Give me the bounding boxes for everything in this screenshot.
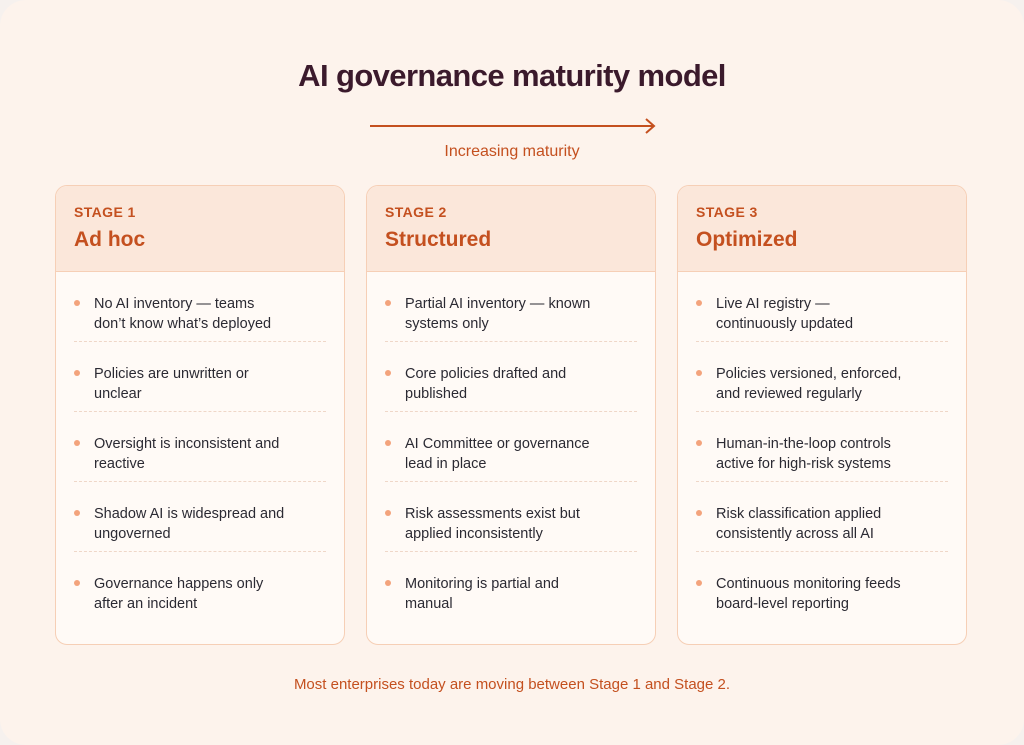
stage-number: STAGE 3	[696, 204, 758, 220]
item-line: Partial AI inventory — known	[405, 296, 591, 312]
footnote: Most enterprises today are moving betwee…	[293, 676, 731, 693]
stage-name: Ad hoc	[74, 228, 146, 251]
stage-item-list: Partial AI inventory — known systems only…	[367, 272, 655, 622]
stage-card-1: STAGE 1 Ad hoc No AI inventory — teams do…	[55, 185, 345, 645]
list-item: Partial AI inventory — known systems only	[385, 272, 637, 342]
item-line: unclear	[94, 386, 142, 402]
item-line: systems only	[405, 316, 489, 332]
item-line: Shadow AI is widespread and	[94, 506, 285, 522]
item-line: applied inconsistently	[405, 526, 543, 542]
item-line: Human-in-the-loop controls	[716, 436, 891, 452]
bullet-icon	[696, 370, 702, 376]
bullet-icon	[696, 300, 702, 306]
list-item: Continuous monitoring feeds board-level r…	[696, 552, 948, 622]
item-line: manual	[405, 596, 453, 612]
item-line: consistently across all AI	[716, 526, 874, 542]
item-line: board-level reporting	[716, 596, 849, 612]
item-line: lead in place	[405, 456, 487, 472]
stage-header: STAGE 3 Optimized	[678, 186, 966, 272]
list-item: Human-in-the-loop controls active for hig…	[696, 412, 948, 482]
stage-header: STAGE 2 Structured	[367, 186, 655, 272]
stage-number: STAGE 2	[385, 204, 447, 220]
maturity-arrow-icon	[370, 118, 656, 134]
list-item: No AI inventory — teams don’t know what’s…	[74, 272, 326, 342]
item-line: No AI inventory — teams	[94, 296, 255, 312]
item-line: Governance happens only	[94, 576, 264, 592]
bullet-icon	[74, 370, 80, 376]
stage-number: STAGE 1	[74, 204, 136, 220]
bullet-icon	[74, 300, 80, 306]
item-line: Live AI registry —	[716, 296, 830, 312]
item-line: ungoverned	[94, 526, 171, 542]
bullet-icon	[385, 440, 391, 446]
item-line: AI Committee or governance	[405, 436, 590, 452]
list-item: Live AI registry — continuously updated	[696, 272, 948, 342]
stage-header: STAGE 1 Ad hoc	[56, 186, 344, 272]
stage-card-2: STAGE 2 Structured Partial AI inventory …	[366, 185, 656, 645]
bullet-icon	[74, 580, 80, 586]
list-item: Risk assessments exist but applied incons…	[385, 482, 637, 552]
list-item: Oversight is inconsistent and reactive	[74, 412, 326, 482]
item-line: Risk classification applied	[716, 506, 882, 522]
bullet-icon	[385, 300, 391, 306]
bullet-icon	[696, 580, 702, 586]
bullet-icon	[385, 370, 391, 376]
list-item: Governance happens only after an incident	[74, 552, 326, 622]
item-line: after an incident	[94, 596, 198, 612]
bullet-icon	[385, 580, 391, 586]
stage-item-list: Live AI registry — continuously updated P…	[678, 272, 966, 622]
item-line: Risk assessments exist but	[405, 506, 580, 522]
list-item: Risk classification applied consistently …	[696, 482, 948, 552]
item-line: Policies are unwritten or	[94, 366, 249, 382]
stage-name: Structured	[385, 228, 492, 251]
bullet-icon	[74, 440, 80, 446]
bullet-icon	[385, 510, 391, 516]
bullet-icon	[74, 510, 80, 516]
item-line: Policies versioned, enforced,	[716, 366, 902, 382]
list-item: Monitoring is partial and manual	[385, 552, 637, 622]
item-line: reactive	[94, 456, 145, 472]
bullet-icon	[696, 440, 702, 446]
list-item: Policies versioned, enforced, and reviewe…	[696, 342, 948, 412]
list-item: Shadow AI is widespread and ungoverned	[74, 482, 326, 552]
list-item: Policies are unwritten or unclear	[74, 342, 326, 412]
item-line: Continuous monitoring feeds	[716, 576, 901, 592]
item-line: continuously updated	[716, 316, 854, 332]
stage-item-list: No AI inventory — teams don’t know what’s…	[56, 272, 344, 622]
item-line: Oversight is inconsistent and	[94, 436, 280, 452]
item-line: Core policies drafted and	[405, 366, 567, 382]
list-item: AI Committee or governance lead in place	[385, 412, 637, 482]
diagram-title: AI governance maturity model	[298, 58, 726, 93]
list-item: Core policies drafted and published	[385, 342, 637, 412]
stage-card-3: STAGE 3 Optimized Live AI registry — cont…	[677, 185, 967, 645]
item-line: and reviewed regularly	[716, 386, 862, 402]
stage-name: Optimized	[696, 228, 798, 251]
bullet-icon	[696, 510, 702, 516]
item-line: don’t know what’s deployed	[94, 316, 272, 332]
item-line: published	[405, 386, 468, 402]
item-line: active for high-risk systems	[716, 456, 891, 472]
item-line: Monitoring is partial and	[405, 576, 559, 592]
arrow-caption: Increasing maturity	[444, 143, 580, 160]
